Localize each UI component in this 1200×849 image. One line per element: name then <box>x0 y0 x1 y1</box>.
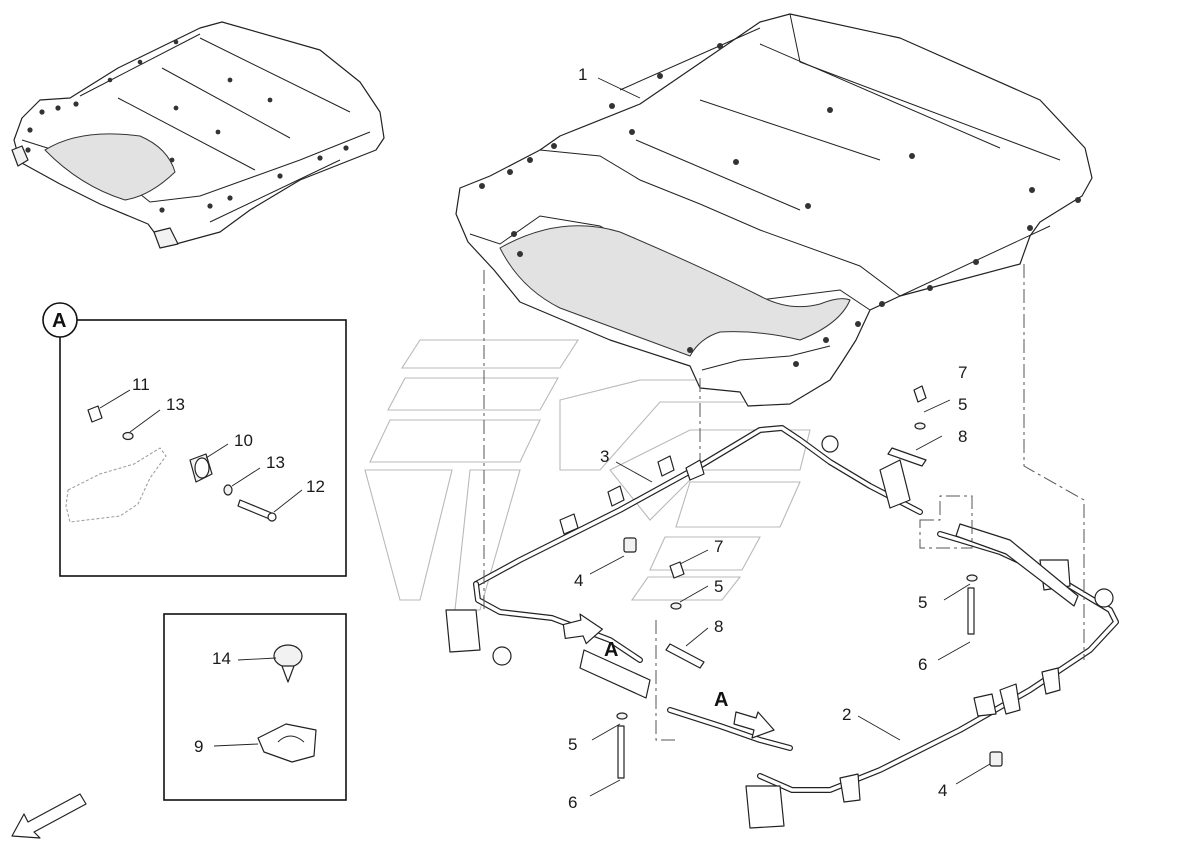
callout-9: 9 <box>194 737 203 756</box>
callout-6a: 6 <box>918 655 927 674</box>
callout-4b: 4 <box>938 781 947 800</box>
callout-11: 11 <box>132 375 150 394</box>
callout-7a: 7 <box>958 363 967 382</box>
callout-13b: 13 <box>266 453 285 472</box>
callout-14: 14 <box>212 649 231 668</box>
alignment-lines <box>483 264 1085 741</box>
roof-frame <box>445 425 1119 829</box>
leader-lines <box>99 77 991 797</box>
callout-5b: 5 <box>714 577 723 596</box>
callout-8b: 8 <box>714 617 723 636</box>
detail-a-box <box>42 302 347 577</box>
roof-panel <box>455 13 1093 407</box>
callout-2: 2 <box>842 705 851 724</box>
view-marker-a-bottom: A <box>714 689 728 711</box>
main-callouts: 1 2 3 4 4 5 5 5 5 6 6 7 7 8 8 <box>568 65 967 812</box>
callout-3: 3 <box>600 447 609 466</box>
callout-6b: 6 <box>568 793 577 812</box>
detail-b-box <box>163 613 347 801</box>
callout-12: 12 <box>306 477 325 496</box>
detail-a-badge: A <box>52 310 66 332</box>
callout-1: 1 <box>578 65 587 84</box>
front-direction-arrow-icon <box>11 793 87 839</box>
callout-8a: 8 <box>958 427 967 446</box>
callout-5d: 5 <box>568 735 577 754</box>
callout-10: 10 <box>234 431 253 450</box>
callout-4a: 4 <box>574 571 583 590</box>
callout-7b: 7 <box>714 537 723 556</box>
overview-roof <box>11 21 385 249</box>
callout-13a: 13 <box>166 395 185 414</box>
callout-5a: 5 <box>958 395 967 414</box>
callout-5c: 5 <box>918 593 927 612</box>
view-marker-a-left: A <box>604 639 618 661</box>
mount-parts <box>616 385 1003 779</box>
view-markers: A A <box>604 639 728 711</box>
detail-b-labels: 14 9 <box>194 649 231 756</box>
view-arrows <box>562 613 775 739</box>
watermark-logo <box>364 339 811 611</box>
detail-a-labels: A 11 13 10 13 12 <box>52 310 325 496</box>
